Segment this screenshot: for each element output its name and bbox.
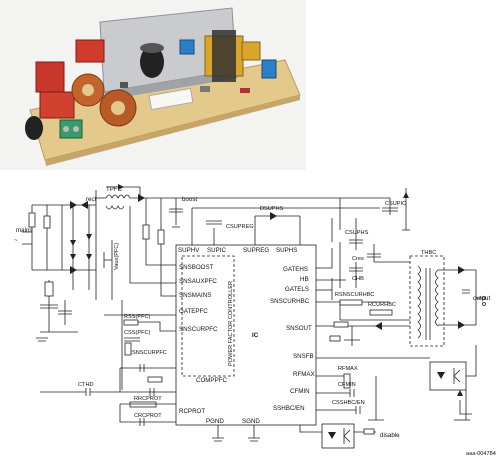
csspfc-label: CSS(PFC)	[124, 330, 151, 336]
pin-snsfb: SNSFB	[293, 353, 314, 360]
pin-rcprot: RCPROT	[179, 408, 205, 415]
pin-supic: SUPIC	[207, 247, 226, 254]
ic-body	[175, 244, 317, 426]
csshbc-label: CSSHBC/EN	[332, 400, 365, 406]
pin-hb: HB	[300, 276, 309, 283]
crcprot-label: CRCPROT	[134, 413, 162, 419]
csupreg-label: CSUPREG	[226, 224, 254, 230]
pin-snsmains: SNSMAINS	[179, 292, 211, 299]
pfc-label: POWER FACTOR CONTROLLER	[228, 281, 234, 366]
pin-rfmax: RFMAX	[293, 371, 315, 378]
pin-snsout: SNSOUT	[286, 325, 312, 332]
pin-snscurhbc: SNSCURHBC	[270, 298, 310, 305]
pin-snsauxpfc: SNSAUXPFC	[179, 278, 217, 285]
rsnscurpfc-label: RSNSCURPFC	[128, 350, 167, 356]
optocoupler-fb	[429, 361, 467, 391]
rsnscurhbc-label: RSNSCURHBC	[335, 292, 374, 298]
rfmax-r-label: RFMAX	[338, 366, 358, 372]
ac-source-icon: ~	[14, 237, 18, 244]
thbc-label: THBC	[421, 250, 436, 256]
cres-label: Cres	[352, 256, 364, 262]
pin-cfmin: CFMIN	[290, 388, 310, 395]
csuphs-label: CSUPHS	[345, 230, 369, 236]
optocoupler-disable	[321, 423, 355, 449]
rrcprot-label: RRCPROT	[134, 396, 162, 402]
pin-gatepfc: GATEPFC	[179, 308, 208, 315]
pin-snsboost: SNSBOOST	[179, 264, 214, 271]
pin-comppfc: COMPPFC	[196, 377, 227, 384]
boost-label: boost	[182, 196, 197, 203]
pin-sgnd: SGND	[242, 418, 260, 425]
pin-gatehs: GATEHS	[283, 266, 308, 273]
pin-supreg: SUPREG	[243, 247, 269, 254]
rsspfc-label: RSS(PFC)	[124, 314, 151, 320]
figure-id: aaa-004784	[466, 451, 496, 457]
output-label: output	[473, 295, 490, 302]
chb-label: CHB	[352, 276, 364, 282]
cthd-label: CTHD	[78, 382, 94, 388]
cfmin-c-label: CFMIN	[338, 382, 356, 388]
rect-label: rect	[86, 196, 97, 203]
pin-sshbc-en: SSHBC/EN	[273, 405, 305, 412]
pin-snscurpfc: SNSCURPFC	[179, 326, 218, 333]
rcurhbc-label: RCURHBC	[368, 302, 396, 308]
pin-gatels: GATELS	[285, 286, 309, 293]
pin-suphs: SUPHS	[276, 247, 297, 254]
pin-suphv: SUPHV	[178, 247, 200, 254]
dsuphs-label: DSUPHS	[260, 206, 284, 212]
disable-label: disable	[380, 432, 400, 439]
thbc-block	[409, 255, 445, 347]
pfc-block	[181, 255, 235, 377]
ic-label: IC	[252, 332, 259, 339]
pcb-photo	[0, 0, 306, 170]
mains-label: mains	[16, 227, 33, 234]
csupic-label: CSUPIC	[385, 201, 406, 207]
vaux-label: Vaux(PFC)	[114, 243, 120, 270]
tpfc-label: TPFC	[106, 186, 123, 193]
pin-pgnd: PGND	[206, 418, 224, 425]
